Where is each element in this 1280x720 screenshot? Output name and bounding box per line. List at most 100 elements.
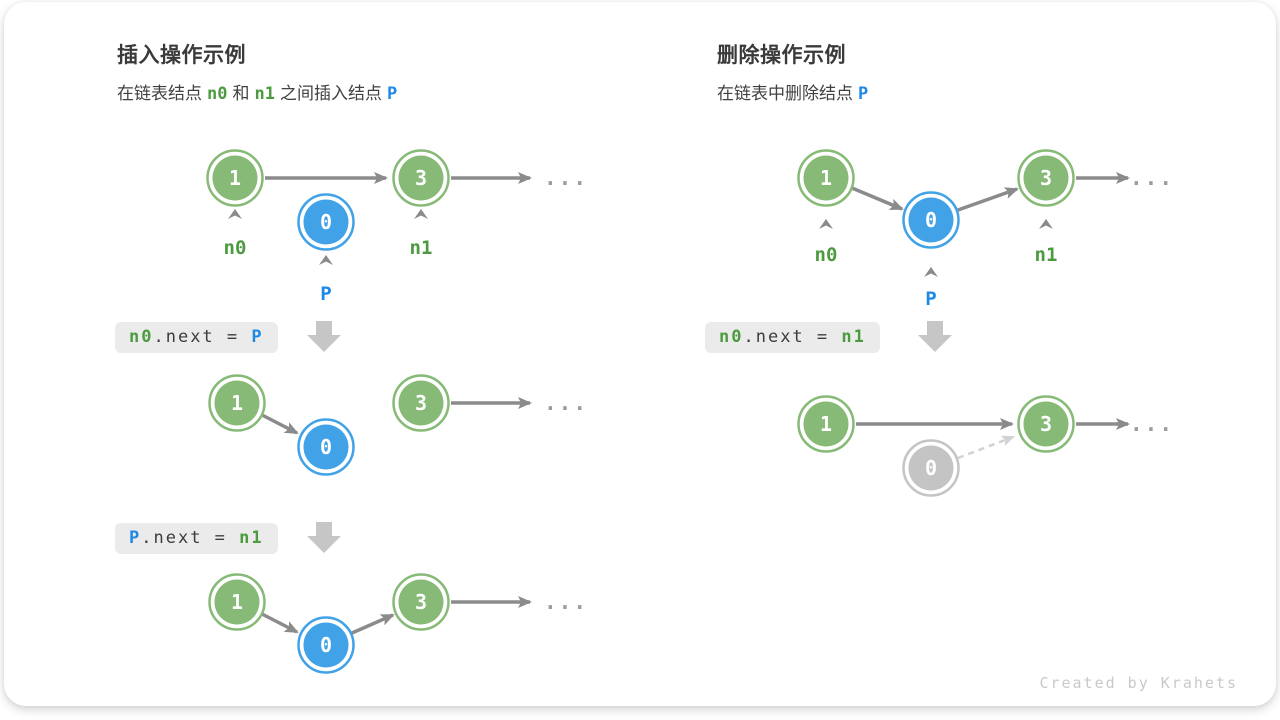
code-snippet-p-next-n1: P.next = n1: [115, 523, 278, 554]
step-down-arrow-icon: [307, 321, 341, 352]
node-value: 3: [415, 391, 427, 415]
node-ref-p: P: [386, 84, 398, 104]
list-node-3: 3: [392, 573, 450, 631]
node-ref-p: P: [858, 84, 869, 104]
next-pointer-arrow: [351, 613, 395, 635]
step-down-arrow-icon: [307, 522, 341, 553]
delete-panel-title: 删除操作示例: [717, 44, 846, 67]
code-token: n0: [719, 327, 744, 347]
pointer-label-n0: n0: [815, 244, 838, 266]
node-fill: [214, 579, 260, 625]
code-token: P: [129, 528, 142, 548]
delete-step1-diagram: ... 1 0 3 n0 n1 P: [797, 149, 1174, 310]
pointer-label-p: P: [925, 288, 936, 310]
node-value: 1: [820, 166, 832, 190]
code-token: n0: [129, 327, 154, 347]
node-ref-n1: n1: [254, 84, 275, 104]
list-node-p-deleted: 0: [902, 439, 960, 497]
caret-up-icon: [924, 267, 938, 277]
node-ref-n0: n0: [207, 84, 228, 104]
subtitle-text: 和: [232, 84, 250, 103]
list-node-3: 3: [1017, 149, 1075, 207]
node-fill: [908, 197, 954, 243]
node-fill: [398, 380, 444, 426]
list-node-1: 1: [797, 149, 855, 207]
ellipsis-more-nodes: ...: [544, 391, 588, 415]
list-node-p: 0: [297, 418, 355, 476]
pointer-label-p: P: [320, 283, 331, 305]
insert-panel-title: 插入操作示例: [117, 44, 246, 67]
pointer-label-n0: n0: [224, 237, 247, 259]
code-token: .next =: [743, 327, 842, 347]
subtitle-text: 在链表中删除结点: [717, 84, 853, 103]
subtitle-text: 之间插入结点: [279, 84, 382, 103]
pointer-label-n1: n1: [410, 237, 433, 259]
node-value: 0: [320, 435, 332, 459]
list-node-p: 0: [902, 191, 960, 249]
next-pointer-arrow: [261, 612, 299, 634]
node-value: 1: [231, 391, 243, 415]
caret-up-icon: [319, 255, 333, 265]
node-fill: [214, 380, 260, 426]
caret-up-icon: [228, 209, 242, 219]
ellipsis-more-nodes: ...: [544, 590, 588, 614]
node-value: 0: [320, 210, 332, 234]
node-fill: [212, 155, 258, 201]
insert-step1-diagram: ... 1 3 0 n0 n1 P: [206, 149, 588, 305]
node-value: 0: [320, 633, 332, 657]
next-pointer-arrow: [851, 186, 904, 211]
caret-up-icon: [414, 209, 428, 219]
node-value: 0: [925, 208, 937, 232]
delete-step2-diagram: ... 1 0 3: [797, 395, 1174, 497]
next-pointer-arrow: [957, 187, 1019, 212]
ellipsis-more-nodes: ...: [544, 166, 588, 190]
watermark-credit: Created by Krahets: [1039, 674, 1238, 692]
list-node-p: 0: [297, 193, 355, 251]
next-pointer-arrow: [261, 413, 299, 435]
node-fill: [1023, 401, 1069, 447]
list-node-3: 3: [1017, 395, 1075, 453]
code-token: n1: [841, 327, 866, 347]
node-fill: [303, 424, 349, 470]
caret-up-icon: [819, 219, 833, 229]
list-node-3: 3: [392, 149, 450, 207]
ellipsis-more-nodes: ...: [1130, 412, 1174, 436]
node-value: 3: [1040, 412, 1052, 436]
code-snippet-n0-next-n1: n0.next = n1: [705, 322, 880, 353]
step-down-arrow-icon: [918, 321, 952, 352]
subtitle-text: 在链表结点: [117, 84, 202, 103]
node-value: 1: [229, 166, 241, 190]
node-value: 3: [415, 590, 427, 614]
node-value: 0: [925, 456, 937, 480]
node-value: 1: [231, 590, 243, 614]
code-token: .next =: [153, 327, 252, 347]
list-node-1: 1: [206, 149, 264, 207]
node-fill: [398, 579, 444, 625]
removed-pointer-dashed-arrow: [957, 435, 1015, 460]
list-node-3: 3: [392, 374, 450, 432]
list-node-1: 1: [797, 395, 855, 453]
code-token: n1: [239, 528, 264, 548]
node-value: 1: [820, 412, 832, 436]
caret-up-icon: [1039, 219, 1053, 229]
node-fill: [803, 155, 849, 201]
insert-step3-diagram: ... 1 0 3: [208, 573, 588, 674]
list-node-1: 1: [208, 374, 266, 432]
node-fill: [908, 445, 954, 491]
code-token: .next =: [141, 528, 240, 548]
node-fill: [803, 401, 849, 447]
pointer-label-n1: n1: [1035, 244, 1058, 266]
delete-panel-subtitle: 在链表中删除结点 P: [717, 83, 873, 105]
node-fill: [398, 155, 444, 201]
node-value: 3: [415, 166, 427, 190]
list-node-p: 0: [297, 616, 355, 674]
ellipsis-more-nodes: ...: [1130, 166, 1174, 190]
node-fill: [303, 199, 349, 245]
node-fill: [1023, 155, 1069, 201]
code-token: P: [251, 327, 264, 347]
code-snippet-n0-next-p: n0.next = P: [115, 322, 278, 353]
list-node-1: 1: [208, 573, 266, 631]
node-fill: [303, 622, 349, 668]
